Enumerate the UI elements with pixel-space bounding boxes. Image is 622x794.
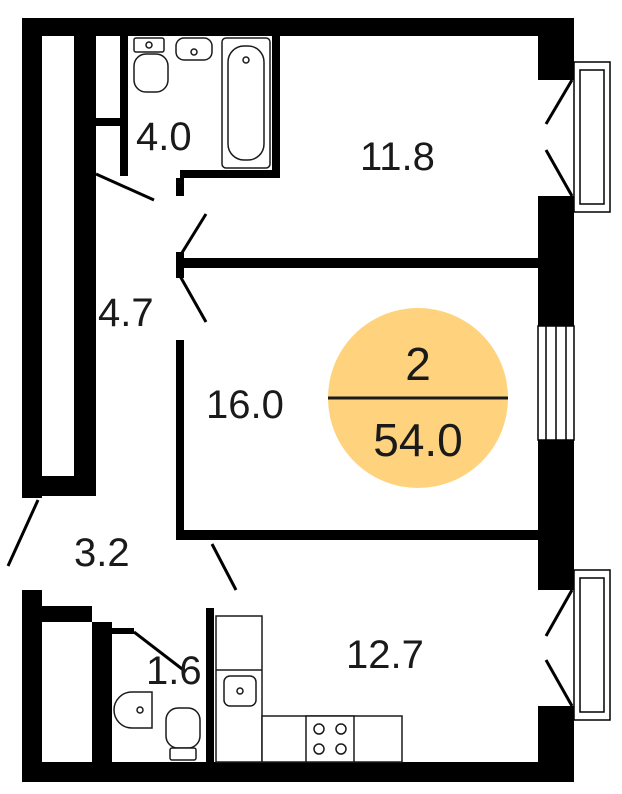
- rooms-count: 2: [405, 338, 431, 390]
- total-area: 54.0: [373, 414, 463, 466]
- walls: [22, 18, 574, 782]
- summary-badge: 2 54.0: [328, 308, 508, 488]
- fixtures: [113, 37, 403, 763]
- room-area-wc: 1.6: [146, 649, 202, 693]
- room-area-bedroom: 11.8: [360, 135, 435, 179]
- room-area-bathroom: 4.0: [136, 115, 192, 159]
- room-area-hall: 4.7: [98, 291, 154, 335]
- toilet-icon: [165, 707, 201, 749]
- room-area-living-room: 16.0: [206, 383, 284, 427]
- windows: [537, 61, 611, 721]
- room-area-entrance: 3.2: [74, 531, 130, 575]
- room-labels: 4.0 11.8 4.7 16.0 3.2 1.6 12.7: [74, 115, 435, 693]
- room-area-kitchen: 12.7: [346, 633, 424, 677]
- toilet-icon: [133, 53, 169, 93]
- stove-icon: [305, 715, 355, 763]
- sink-icon: [113, 691, 153, 729]
- doors: [6, 79, 574, 707]
